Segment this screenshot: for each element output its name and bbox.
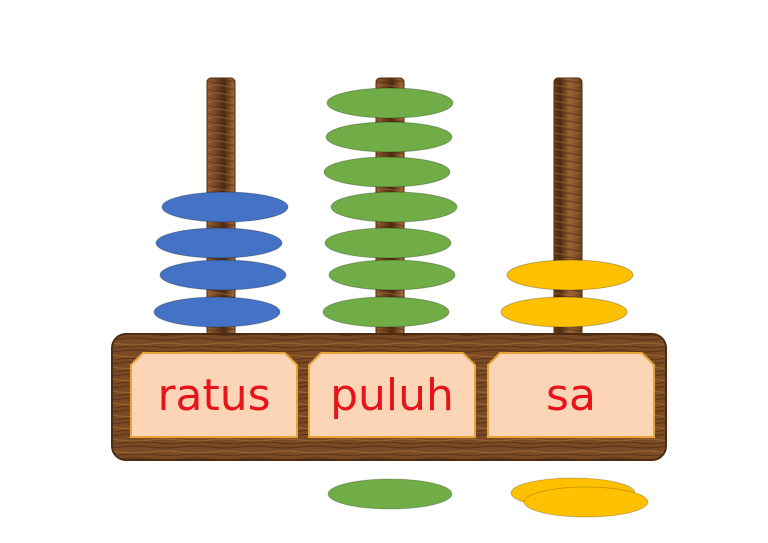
bead-puluh[interactable] bbox=[326, 87, 454, 119]
loose-bead-puluh[interactable] bbox=[327, 478, 453, 510]
bead-ratus[interactable] bbox=[159, 259, 287, 291]
stacked-beads bbox=[153, 87, 634, 328]
bead-puluh[interactable] bbox=[330, 191, 458, 223]
bead-sa[interactable] bbox=[506, 259, 634, 291]
bead-puluh[interactable] bbox=[323, 156, 451, 188]
bead-puluh[interactable] bbox=[324, 227, 452, 259]
bead-ratus[interactable] bbox=[161, 191, 289, 223]
bead-sa[interactable] bbox=[500, 296, 628, 328]
loose-beads bbox=[327, 477, 649, 518]
panel-ratus bbox=[130, 352, 298, 438]
loose-bead-sa[interactable] bbox=[523, 486, 649, 518]
bead-puluh[interactable] bbox=[325, 121, 453, 153]
bead-puluh[interactable] bbox=[322, 296, 450, 328]
panel-sa bbox=[487, 352, 655, 438]
abacus-base: ratus puluh sa bbox=[111, 333, 667, 461]
bead-ratus[interactable] bbox=[153, 296, 281, 328]
label-puluh: puluh bbox=[330, 370, 454, 421]
label-ratus: ratus bbox=[157, 370, 270, 421]
bead-puluh[interactable] bbox=[328, 259, 456, 291]
bead-ratus[interactable] bbox=[155, 227, 283, 259]
panel-puluh bbox=[308, 352, 476, 438]
label-sa: sa bbox=[546, 370, 596, 421]
